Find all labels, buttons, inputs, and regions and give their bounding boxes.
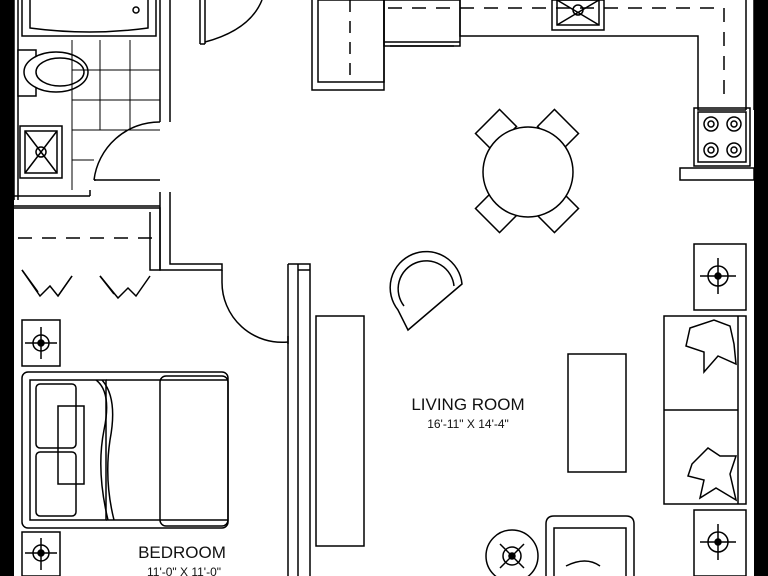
side-table-lamp-icon — [693, 509, 747, 576]
kitchen-ledge — [679, 167, 755, 181]
left-wall — [0, 0, 14, 576]
armchair-icon — [545, 515, 635, 576]
side-table-lamp-icon — [693, 243, 747, 311]
media-console — [315, 315, 365, 547]
refrigerator — [383, 0, 461, 47]
counter-run-dashed — [388, 7, 725, 96]
kitchen — [311, 0, 751, 167]
bathroom-sink-icon — [19, 125, 63, 179]
tile-grid — [71, 40, 160, 190]
partitions — [13, 0, 755, 576]
right-wall — [754, 0, 768, 576]
bathroom-door — [93, 121, 161, 181]
bedroom-living-wall — [287, 263, 311, 576]
bathtub-inner — [29, 0, 149, 33]
living-room-name-label: LIVING ROOM — [411, 395, 524, 414]
living-room-dimensions-label: 16'-11" X 14'-4" — [427, 417, 509, 431]
nightstand-lamp-icon — [21, 319, 61, 367]
closet-wall — [14, 207, 161, 271]
coffee-table — [567, 353, 627, 473]
accent-chair-icon — [389, 250, 463, 332]
bathroom-wall-lower — [159, 192, 223, 271]
sofa-icon — [663, 315, 747, 505]
entry-door — [199, 0, 263, 45]
bed-icon — [21, 371, 229, 529]
floor-lamp-icon — [485, 529, 539, 576]
bedroom: BEDROOM 11'-0" X 11'-0" — [21, 270, 289, 576]
living-room: LIVING ROOM 16'-11" X 14'-4" — [315, 243, 747, 576]
bathroom — [17, 0, 161, 190]
dining-table-set — [474, 108, 580, 234]
stove-icon — [693, 107, 751, 167]
bedroom-door — [221, 270, 289, 344]
bathroom-wall — [159, 0, 171, 122]
counter-run — [459, 0, 746, 111]
bathroom-bottom-wall — [14, 179, 160, 207]
closet-bifold-doors — [21, 269, 151, 300]
kitchen-wall — [745, 0, 755, 110]
kitchen-sink-icon — [551, 0, 605, 31]
bathtub-drain-icon — [132, 6, 140, 14]
dining-table — [482, 126, 574, 218]
kitchen-counter — [317, 0, 385, 83]
bathroom-left-edge — [13, 0, 19, 200]
nightstand-lamp-icon — [21, 531, 61, 576]
bathtub — [21, 0, 157, 37]
toilet-icon — [17, 49, 89, 97]
bedroom-dimensions-label: 11'-0" X 11'-0" — [147, 565, 221, 576]
bedroom-name-label: BEDROOM — [138, 543, 226, 562]
